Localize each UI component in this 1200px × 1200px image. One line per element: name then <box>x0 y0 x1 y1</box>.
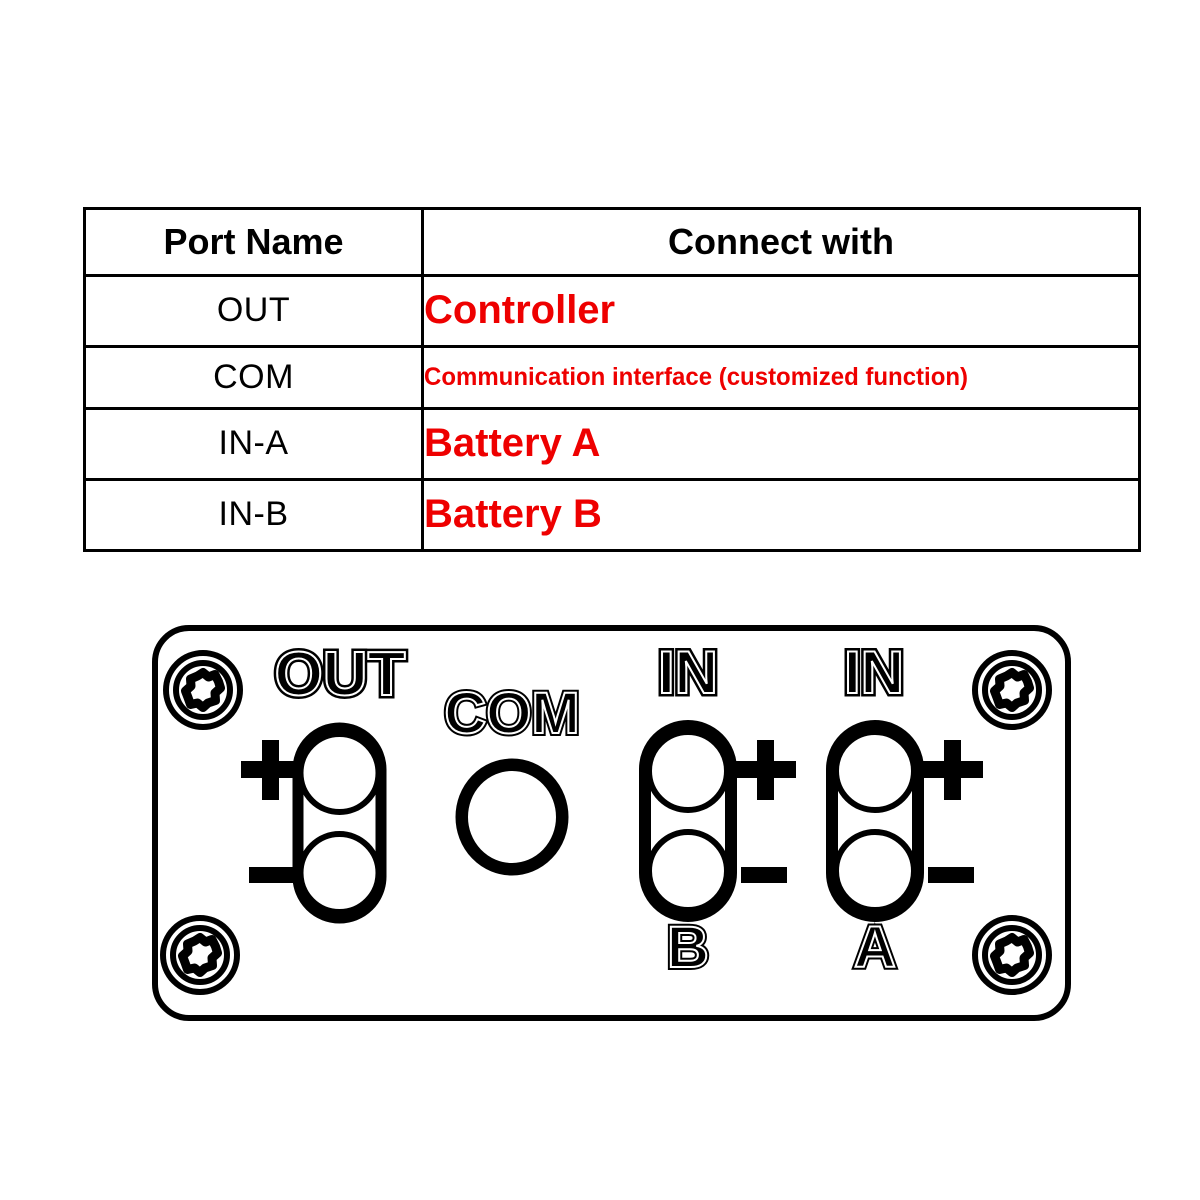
in-a-positive-hole[interactable] <box>833 729 917 813</box>
out-label-inline: OUT <box>275 640 406 709</box>
header-port-name: Port Name <box>83 207 424 277</box>
com-port-inner-edge <box>468 771 556 863</box>
in-a-negative-hole[interactable] <box>833 829 917 913</box>
com-label: COM <box>444 681 579 746</box>
in-b-terminal-body <box>639 720 737 922</box>
out-plus-icon <box>241 740 301 800</box>
connect-with-out: Controller <box>421 273 1141 348</box>
in-a-plus-icon <box>923 740 983 800</box>
table-row: OUT Controller <box>83 273 1141 348</box>
table-row: COM Communication interface (customized … <box>83 344 1141 410</box>
in-a-terminal-body <box>826 720 924 922</box>
in-b-plus-icon <box>736 740 796 800</box>
port-name-com: COM <box>83 344 424 410</box>
connect-value: Communication interface (customized func… <box>424 362 969 391</box>
port-name-in-a: IN-A <box>83 406 424 481</box>
in-b-positive-hole[interactable] <box>646 729 730 813</box>
connect-with-in-a: Battery A <box>421 406 1141 481</box>
panel-outline <box>152 625 1071 1021</box>
out-negative-hole[interactable] <box>297 831 382 915</box>
out-minus-icon <box>249 867 295 883</box>
in-a-label: IN <box>844 639 904 706</box>
com-port-hole[interactable] <box>455 758 569 876</box>
in-a-minus-icon <box>928 867 974 883</box>
in-b-label-inline: IN <box>658 639 718 706</box>
out-label: OUT <box>275 640 406 709</box>
in-b-minus-icon <box>741 867 787 883</box>
com-label-inline: COM <box>444 681 579 746</box>
connect-value: Controller <box>424 288 616 333</box>
port-mapping-table: Port Name Connect with OUT Controller CO… <box>83 207 1141 553</box>
device-panel-svg: OUT OUT COM COM IN IN B B IN IN A A <box>152 625 1071 1021</box>
in-a-suffix-inline: A <box>854 915 896 980</box>
in-a-label-inline: IN <box>844 639 904 706</box>
in-b-suffix-inline: B <box>667 915 709 980</box>
in-b-label: IN <box>658 639 718 706</box>
table-row: IN-B Battery B <box>83 477 1141 553</box>
connect-value: Battery A <box>424 421 601 466</box>
out-terminal-body <box>292 722 387 924</box>
in-b-suffix-label: B <box>667 915 709 980</box>
connect-with-com: Communication interface (customized func… <box>421 344 1141 410</box>
connect-value: Battery B <box>424 492 602 537</box>
table-row: IN-A Battery A <box>83 406 1141 481</box>
in-b-negative-hole[interactable] <box>646 829 730 913</box>
connect-with-in-b: Battery B <box>421 477 1141 553</box>
in-a-suffix-label: A <box>854 915 896 980</box>
port-name-in-b: IN-B <box>83 477 424 553</box>
port-name-out: OUT <box>83 273 424 348</box>
table-header-row: Port Name Connect with <box>83 207 1141 277</box>
panel-inner-highlight <box>160 633 1063 1013</box>
device-faceplate-diagram: OUT OUT COM COM IN IN B B IN IN A A <box>0 595 1200 1055</box>
header-connect-with: Connect with <box>421 207 1141 277</box>
